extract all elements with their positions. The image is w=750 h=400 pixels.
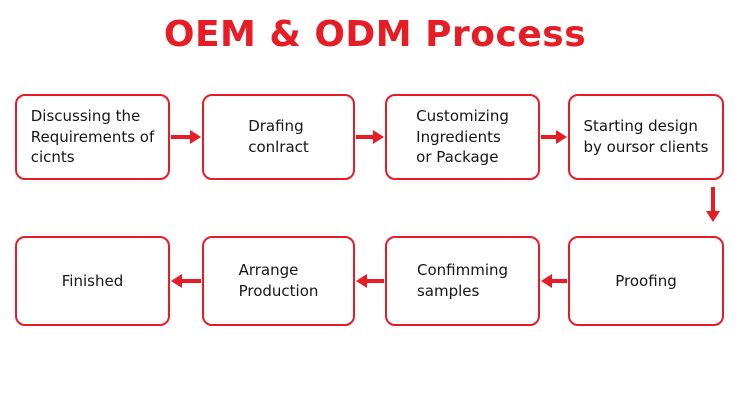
arrow-left-icon <box>356 274 384 288</box>
arrow-shaft <box>552 279 567 283</box>
step-customizing-ingredients: Customizing Ingredients or Package <box>385 94 540 180</box>
step-proofing: Proofing <box>568 236 724 326</box>
arrow-shaft <box>367 279 384 283</box>
arrow-head <box>556 130 567 144</box>
arrow-head <box>373 130 384 144</box>
arrow-left-icon <box>541 274 567 288</box>
arrow-shaft <box>171 135 190 139</box>
arrow-down-icon <box>706 187 720 222</box>
step-finished: Finished <box>15 236 170 326</box>
step-arrange-production: Arrange Production <box>202 236 355 326</box>
step-drafting-contract: Drafing conlract <box>202 94 355 180</box>
arrow-head <box>541 274 552 288</box>
step-discussing-requirements: Discussing the Requirements of cicnts <box>15 94 170 180</box>
arrow-head <box>706 211 720 222</box>
page-title: OEM & ODM Process <box>163 14 587 55</box>
arrow-left-icon <box>171 274 201 288</box>
arrow-shaft <box>356 135 373 139</box>
step-confirming-samples: Confimming samples <box>385 236 540 326</box>
step-starting-design: Starting design by oursor clients <box>568 94 724 180</box>
arrow-head <box>190 130 201 144</box>
arrow-right-icon <box>541 130 567 144</box>
arrow-shaft <box>541 135 556 139</box>
arrow-right-icon <box>356 130 384 144</box>
arrow-right-icon <box>171 130 201 144</box>
arrow-head <box>356 274 367 288</box>
arrow-head <box>171 274 182 288</box>
arrow-shaft <box>182 279 201 283</box>
arrow-shaft <box>711 187 715 211</box>
